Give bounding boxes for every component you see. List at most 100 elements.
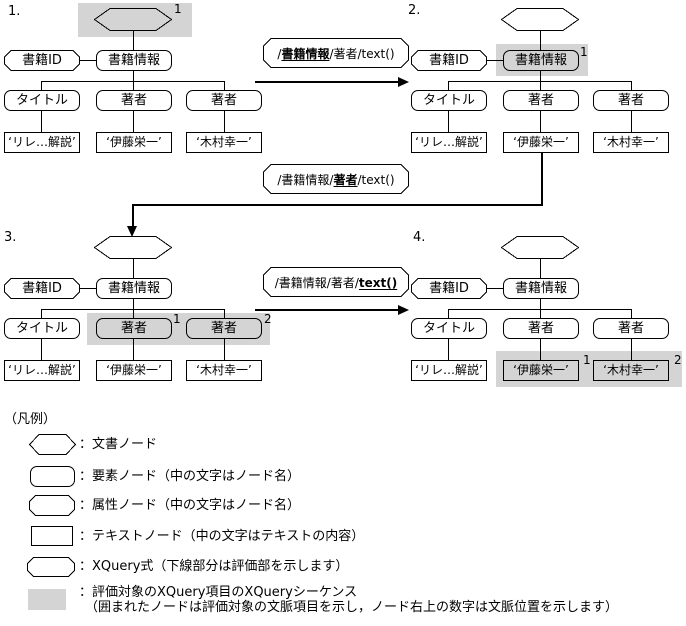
octagon-shape: [4, 278, 80, 299]
element-node-author1: 著者: [503, 318, 579, 339]
legend-item-label: ：文書ノード: [79, 437, 158, 452]
element-node-author2: 著者: [186, 318, 262, 339]
connector-line: [540, 339, 541, 360]
connector-line: [448, 309, 449, 318]
legend-document-node-icon: [29, 434, 76, 455]
connector-line: [540, 309, 541, 318]
xquery-expression-2: /書籍情報/著者/text(): [263, 164, 409, 194]
connector-line: [133, 309, 134, 318]
diagram-number-1: 1.: [8, 4, 21, 19]
connector-line: [448, 111, 449, 132]
attribute-node: 書籍ID: [411, 278, 487, 299]
context-position-number: 1: [580, 45, 588, 59]
legend-item-label-line2: （囲まれたノードは評価対象の文脈項目を示し，ノード右上の数字は文脈位置を示します…: [85, 600, 619, 615]
attribute-node: 書籍ID: [4, 50, 80, 71]
connector-line: [487, 288, 503, 289]
connector-line: [540, 31, 541, 50]
element-node-author1: 著者: [96, 90, 172, 111]
attribute-node-label: 書籍ID: [429, 281, 469, 296]
arrow-1-to-2-head-icon: [398, 77, 409, 87]
xquery-box-shape: [263, 267, 409, 297]
connector-line: [448, 339, 449, 360]
connector-line: [631, 111, 632, 132]
arrow-2-to-3-segment: [541, 153, 543, 205]
connector-line: [80, 60, 96, 61]
tree-diagram-4: 書籍ID 書籍情報 タイトル 著者 著者 ‘リレ…解説’ ‘伊藤栄一’ ‘木村幸…: [411, 234, 683, 387]
legend-attribute-node-icon: [29, 495, 75, 516]
element-node-author2: 著者: [186, 90, 262, 111]
element-node-author2: 著者: [593, 90, 669, 111]
text-node-title: ‘リレ…解説’: [4, 360, 80, 381]
arrow-1-to-2-stem: [255, 81, 398, 83]
arrow-2-to-3-head-icon: [127, 226, 137, 237]
connector-line: [540, 299, 541, 309]
xquery-pre: /書籍情報/著者/: [274, 275, 359, 290]
context-position-number: 1: [173, 312, 181, 326]
connector-line: [631, 81, 632, 90]
attribute-node: 書籍ID: [411, 50, 487, 71]
element-node-root: 書籍情報: [503, 50, 579, 71]
hexagon-shape: [94, 236, 172, 259]
attribute-node-label: 書籍ID: [22, 281, 62, 296]
element-node-root: 書籍情報: [96, 278, 172, 299]
connector-line: [133, 259, 134, 278]
diagram-number-2: 2.: [408, 3, 421, 18]
document-node: [501, 8, 579, 31]
element-node-title: タイトル: [4, 90, 80, 111]
context-position-number: 1: [174, 2, 182, 16]
text-node-title: ‘リレ…解説’: [411, 132, 487, 153]
tree-diagram-1: 書籍ID 書籍情報 タイトル 著者 著者 ‘リレ…解説’ ‘伊藤栄一’ ‘木村幸…: [4, 2, 276, 156]
xquery-expression-1: /書籍情報/著者/text(): [263, 38, 409, 68]
legend-title: （凡例）: [4, 412, 57, 427]
element-node-author1: 著者: [96, 318, 172, 339]
legend-element-node-icon: [30, 466, 75, 487]
connector-line: [41, 81, 42, 90]
text-node-title: ‘リレ…解説’: [4, 132, 80, 153]
xquery-post: /text(): [357, 172, 395, 187]
xquery-expression-text: /書籍情報/著者/text(): [275, 274, 397, 291]
xquery-box-shape: [263, 164, 409, 194]
text-node-author2: ‘木村幸一’: [186, 132, 262, 153]
element-node-author2: 著者: [593, 318, 669, 339]
element-node-author1: 著者: [503, 90, 579, 111]
context-position-number: 2: [264, 312, 272, 326]
arrow-2-to-3-segment: [132, 206, 134, 227]
element-node-title: タイトル: [411, 90, 487, 111]
text-node-author2: ‘木村幸一’: [593, 132, 669, 153]
element-node-title: タイトル: [4, 318, 80, 339]
text-node-author1: ‘伊藤栄一’: [503, 132, 579, 153]
connector-line: [540, 71, 541, 81]
text-node-author1: ‘伊藤栄一’: [96, 360, 172, 381]
xquery-box-shape: [263, 38, 409, 68]
hexagon-shape: [501, 8, 579, 31]
connector-line: [133, 71, 134, 81]
element-node-root: 書籍情報: [503, 278, 579, 299]
context-position-number: 2: [674, 353, 682, 367]
arrow-3-to-4-head-icon: [398, 305, 409, 315]
connector-line: [224, 309, 225, 318]
element-node-title: タイトル: [411, 318, 487, 339]
xquery-expression-3: /書籍情報/著者/text(): [263, 267, 409, 297]
xquery-expression-text: /書籍情報/著者/text(): [277, 171, 394, 188]
xquery-eval-part: text(): [358, 275, 398, 290]
tree-diagram-3: 書籍ID 書籍情報 タイトル 著者 著者 ‘リレ…解説’ ‘伊藤栄一’ ‘木村幸…: [4, 234, 276, 384]
xquery-expression-text: /書籍情報/著者/text(): [277, 45, 394, 62]
tree-diagram-2: 書籍ID 書籍情報 タイトル 著者 著者 ‘リレ…解説’ ‘伊藤栄一’ ‘木村幸…: [411, 6, 683, 156]
xquery-pre: /: [277, 46, 282, 61]
connector-line: [41, 339, 42, 360]
context-position-number: 1: [583, 353, 591, 367]
text-node-author1: ‘伊藤栄一’: [96, 132, 172, 153]
hexagon-shape: [94, 8, 172, 31]
arrow-2-to-3-segment: [132, 204, 543, 206]
element-node-root: 書籍情報: [96, 50, 172, 71]
text-node-author2: ‘木村幸一’: [186, 360, 262, 381]
connector-line: [631, 339, 632, 360]
attribute-node-label: 書籍ID: [429, 53, 469, 68]
octagon-shape: [411, 278, 487, 299]
connector-line: [448, 81, 449, 90]
connector-line: [133, 299, 134, 309]
connector-line: [133, 111, 134, 132]
connector-line: [540, 81, 541, 90]
connector-line: [224, 111, 225, 132]
connector-line: [133, 81, 134, 90]
